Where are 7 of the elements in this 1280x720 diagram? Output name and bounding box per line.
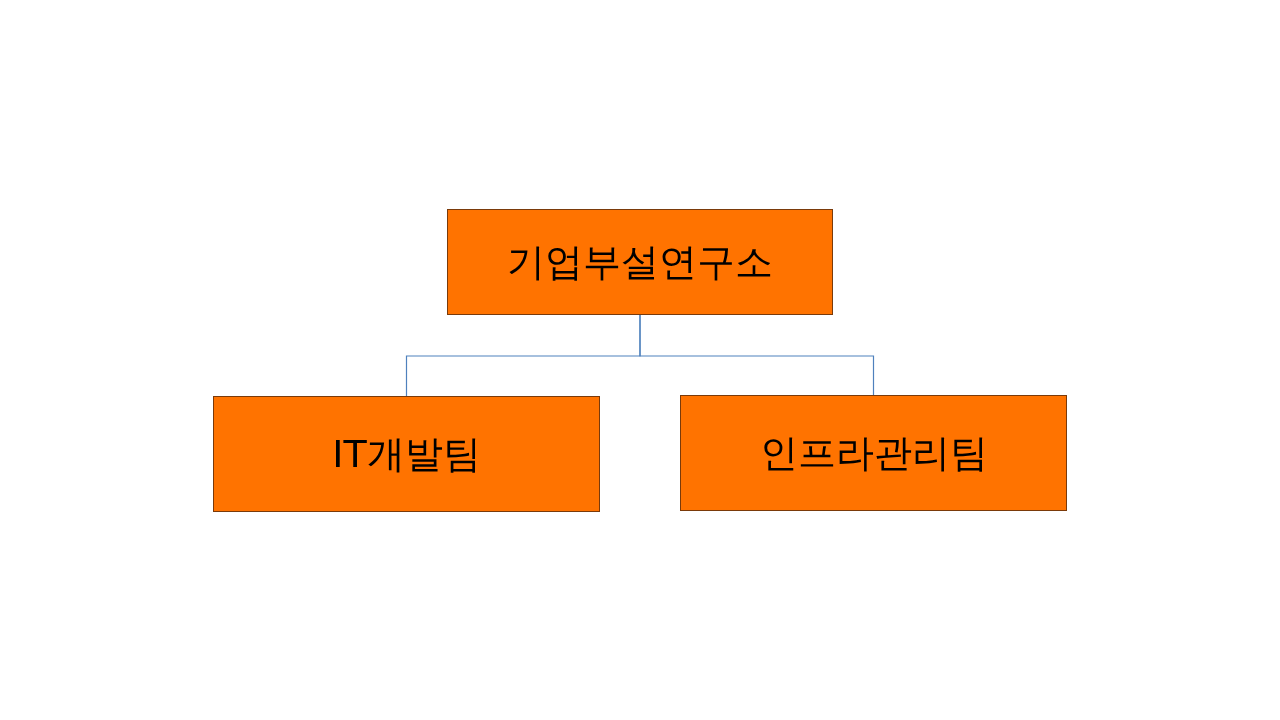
connector-line <box>639 314 875 396</box>
box-label: 기업부설연구소 <box>507 238 773 286</box>
team-box <box>680 395 1067 511</box>
team-box <box>447 209 833 315</box>
team-box <box>213 396 600 512</box>
box-label: IT개발팀 <box>332 430 481 478</box>
box-label: 인프라관리팀 <box>759 429 988 477</box>
